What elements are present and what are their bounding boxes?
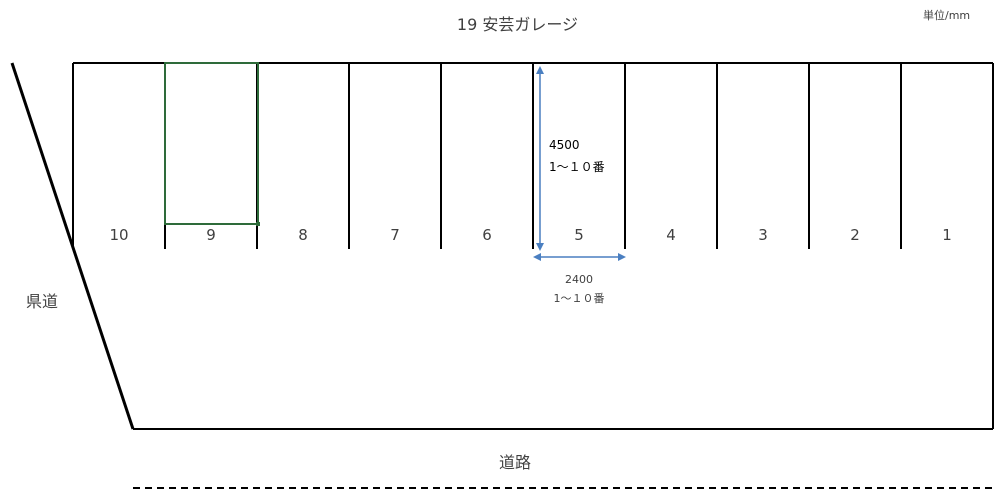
- highlighted-slot-9[interactable]: [164, 62, 259, 225]
- depth-dimension-label: 4500 1～１０番: [549, 134, 605, 178]
- slot-label-3[interactable]: 3: [758, 226, 768, 244]
- width-note: 1～１０番: [553, 292, 605, 305]
- width-dimension-label: 2400 1～１０番: [533, 270, 625, 308]
- width-value: 2400: [565, 273, 593, 286]
- slot-label-4[interactable]: 4: [666, 226, 676, 244]
- diagram-title: 19 安芸ガレージ: [456, 15, 579, 34]
- unit-label: 単位/mm: [923, 9, 971, 22]
- selection-handle[interactable]: [256, 222, 260, 226]
- depth-value: 4500: [549, 138, 580, 152]
- slot-dividers: [72, 63, 902, 249]
- slot-label-10[interactable]: 10: [109, 226, 129, 244]
- slot-label-6[interactable]: 6: [482, 226, 492, 244]
- slot-label-8[interactable]: 8: [298, 226, 308, 244]
- road-label: 道路: [499, 453, 532, 472]
- slot-label-1[interactable]: 1: [942, 226, 952, 244]
- prefectural-road-label: 県道: [26, 292, 59, 311]
- slot-label-2[interactable]: 2: [850, 226, 860, 244]
- slot-label-5[interactable]: 5: [574, 226, 584, 244]
- slot-label-7[interactable]: 7: [390, 226, 400, 244]
- depth-note: 1～１０番: [549, 160, 605, 174]
- slot-label-9[interactable]: 9: [206, 226, 216, 244]
